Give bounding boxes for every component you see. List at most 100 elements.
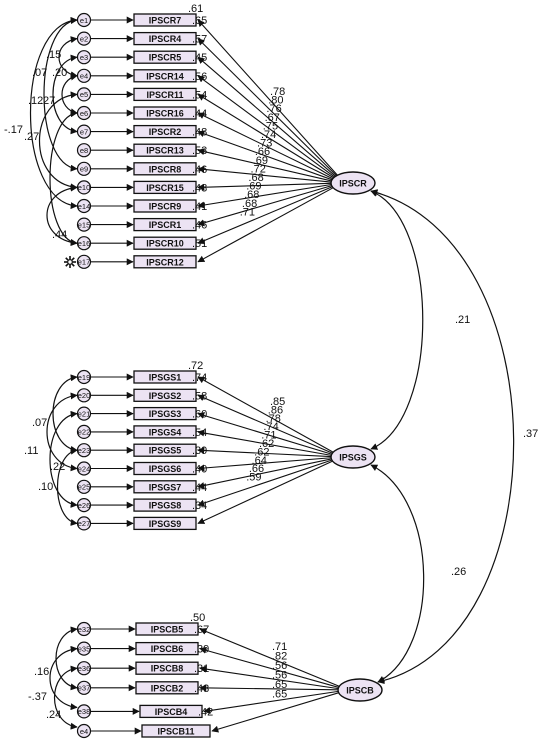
observed-variable-box [133,180,197,195]
error-term-circle [76,516,92,531]
observed-variable-box [133,69,197,83]
observed-variable-box [133,31,197,46]
r-squared-value: .39 [192,445,207,457]
factor-loading-value: .71 [240,206,255,218]
error-term-circle [76,87,92,102]
edges-layer [29,16,515,735]
r-squared-value: .56 [192,71,207,83]
error-term-circle [76,723,92,739]
error-term-circle [76,217,92,232]
observed-variable-label: IPSGS4 [149,427,182,437]
observed-variable-box [135,661,199,675]
error-term-circle [76,498,92,513]
observed-variable-label: IPSCR4 [149,34,182,44]
factor-loading-arrow [211,692,339,733]
factor-loading-value: .64 [252,455,267,467]
observed-variable-label: IPSCR16 [146,109,184,119]
error-covariance-arc [52,374,78,453]
error-term-circle [76,143,92,158]
observed-variable-label: IPSCR7 [149,16,182,26]
observed-variable-box [133,516,197,531]
factor-loading-arrow [197,376,334,453]
factor-loading-arrow [197,148,332,182]
latent-factor-label: IPSGS [339,453,367,463]
factor-loading-arrow [197,130,333,181]
error-covariance-value: .24 [46,709,61,721]
factor-loading-value: .68 [242,198,257,210]
factor-loading-value: .78 [266,413,281,425]
factor-loading-arrow [197,447,332,458]
factor-loading-arrow [203,690,339,714]
observed-variable-label: IPSGS2 [149,391,182,401]
observed-variable-box [141,724,211,738]
error-covariance-arc [43,17,78,172]
error-term-label: e21 [78,409,91,418]
error-term-label: e10 [78,183,91,192]
factor-loading-value: .69 [253,155,268,167]
factor-correlation-arc [370,190,424,450]
factor-loading-arrow [199,628,340,687]
latent-factor-label: IPSCB [346,686,374,696]
observed-variable-label: IPSCR10 [146,239,184,249]
observed-variable-label: IPSCR13 [146,146,184,156]
factor-loading-value: .65 [272,679,287,691]
error-term-circle [76,461,92,476]
observed-variable-box [133,443,197,457]
error-term-circle [76,641,92,656]
observed-variable-box [133,106,197,120]
error-term-circle [76,105,92,121]
factor-loading-arrow [197,165,332,183]
latent-factor-label: IPSCR [339,179,367,189]
r-squared-value: .60 [192,409,207,421]
error-term-label: e6 [80,109,88,118]
factor-loading-arrow [197,38,338,177]
observed-variable-label: IPSCB5 [151,625,184,635]
observed-variable-box [133,461,197,476]
observed-variable-box [133,388,197,402]
error-covariance-value: -.37 [28,691,47,703]
observed-variable-box [133,87,197,102]
error-term-circle [76,424,92,439]
observed-variable-label: IPSCB8 [151,664,184,674]
r-squared-value: .40 [192,464,207,476]
observed-variable-box [133,13,197,27]
observed-variable-label: IPSCR5 [149,53,182,63]
error-term-label: e9 [80,165,88,174]
factor-loading-value: .59 [246,472,261,484]
error-term-circle [76,369,92,385]
observed-variable-box [133,255,197,269]
settings-icon-hub [67,259,73,265]
error-term-label: e14 [78,202,91,211]
observed-variable-label: IPSCR8 [149,164,182,174]
factor-loading-arrow [199,665,339,690]
factor-loading-value: .56 [272,660,287,672]
observed-variable-box [135,681,199,695]
error-term-circle [76,31,92,46]
r-squared-value: .50 [190,612,205,624]
error-covariance-value: .20 [52,67,67,79]
r-squared-value: .61 [188,3,203,15]
error-term-label: e22 [78,428,91,437]
observed-variable-box [139,704,203,719]
settings-icon [64,256,76,268]
factor-loading-value: .76 [266,103,281,115]
error-covariance-arc [55,626,78,691]
factor-loading-arrow [197,187,334,263]
error-term-circle [76,388,92,403]
error-covariance-arc [46,392,78,472]
error-covariance-arc [38,91,78,191]
factor-loading-arrow [197,459,333,507]
r-squared-value: .34 [192,500,207,512]
factor-correlation-value: .26 [451,566,466,578]
error-term-label: e26 [78,501,91,510]
error-term-label: e17 [78,258,91,267]
r-squared-value: .39 [194,644,209,656]
factor-loading-arrow [199,684,339,692]
factor-loading-value: .82 [272,651,287,663]
nodes-layer [64,12,383,739]
factor-loading-value: .74 [263,421,278,433]
factor-loading-arrow [197,56,337,178]
error-term-label: e8 [80,146,88,155]
error-term-label: e1 [80,16,88,25]
